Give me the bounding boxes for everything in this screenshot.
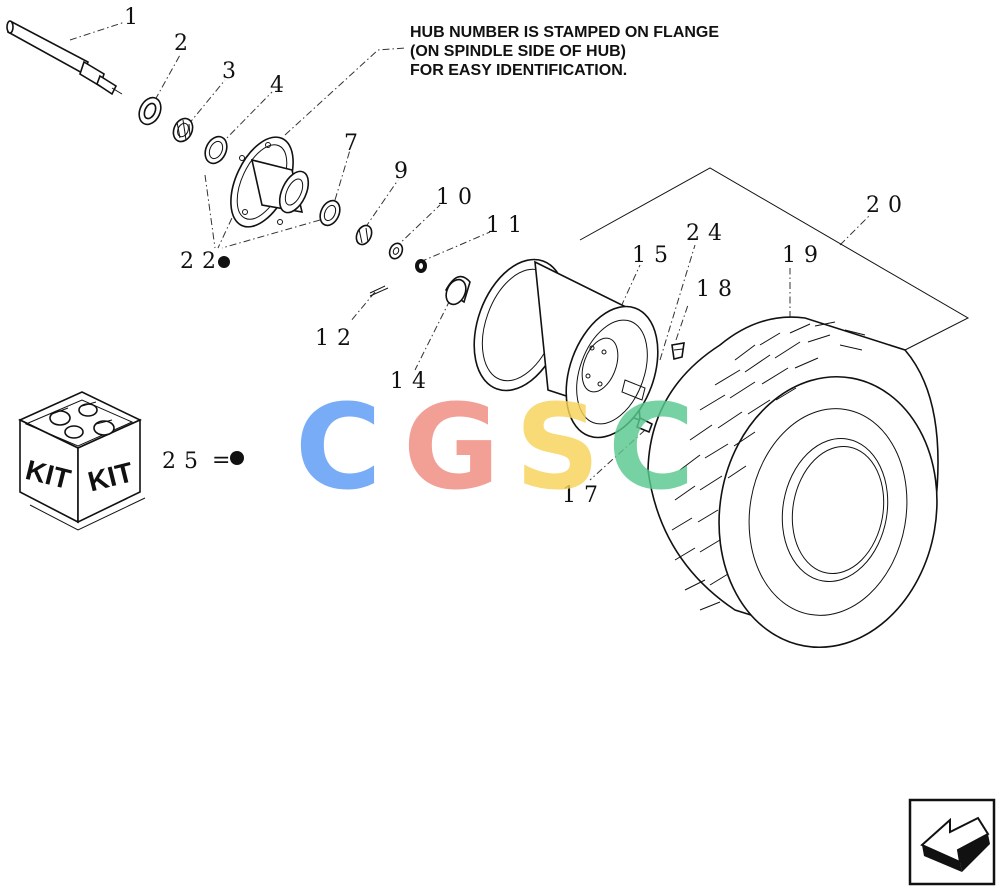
callout-17: 17 [562, 483, 606, 508]
callout-18: 18 [696, 277, 740, 302]
assembly-bracket-20 [579, 167, 970, 351]
callout-25: 25 [162, 449, 206, 474]
callout-11: 11 [486, 213, 530, 238]
note-line-3: FOR EASY IDENTIFICATION. [410, 62, 627, 79]
callout-9: 9 [394, 159, 416, 184]
seal-part [138, 96, 162, 126]
callout-2: 2 [174, 31, 196, 56]
outer-bearing-cup-part [319, 199, 341, 227]
tire-tread [671, 321, 866, 611]
valve-stem-part [671, 342, 685, 360]
callout-10: 10 [436, 185, 480, 210]
callout-3: 3 [222, 59, 244, 84]
hub-note: HUB NUMBER IS STAMPED ON FLANGE (ON SPIN… [410, 24, 719, 79]
dust-cap-part [444, 275, 471, 306]
wheel-bolt-part [636, 416, 654, 434]
callout-12: 12 [315, 326, 359, 351]
callout-20: 20 [866, 193, 910, 218]
callout-19: 19 [782, 243, 826, 268]
callout-4: 4 [270, 73, 292, 98]
callout-labels: 1 2 3 4 7 9 10 11 22 12 14 15 24 18 19 2… [124, 5, 910, 508]
leader-lines [69, 21, 871, 481]
outer-bearing-cone-part [355, 224, 373, 246]
callout-14: 14 [390, 369, 434, 394]
bearing-cone-part [172, 117, 194, 143]
rim-part [473, 258, 659, 439]
callout-15: 15 [632, 243, 676, 268]
watermark-letter-4: C [608, 378, 695, 516]
callout-7: 7 [344, 131, 366, 156]
watermark: C G S C [295, 378, 695, 516]
hub-part [230, 136, 310, 228]
bearing-cup-part [204, 135, 228, 165]
kit-box-icon: KIT KIT [18, 391, 146, 531]
legend-dot-marker [230, 451, 244, 465]
back-arrow-icon[interactable] [908, 798, 996, 886]
watermark-letter-1: C [295, 378, 382, 516]
spindle-part [6, 20, 123, 96]
nut-part [415, 259, 427, 273]
note-line-2: (ON SPINDLE SIDE OF HUB) [410, 43, 626, 60]
callout-1: 1 [124, 5, 146, 30]
washer-part [388, 242, 404, 260]
watermark-letter-2: G [403, 378, 500, 516]
tire-part [647, 316, 939, 649]
callout-24: 24 [686, 221, 730, 246]
callout-22-marker [218, 256, 230, 268]
note-line-1: HUB NUMBER IS STAMPED ON FLANGE [410, 24, 719, 41]
watermark-letter-3: S [515, 378, 600, 516]
callout-22: 22 [180, 249, 224, 274]
cotter-pin-part [369, 285, 389, 297]
legend-equals: = [212, 448, 238, 473]
